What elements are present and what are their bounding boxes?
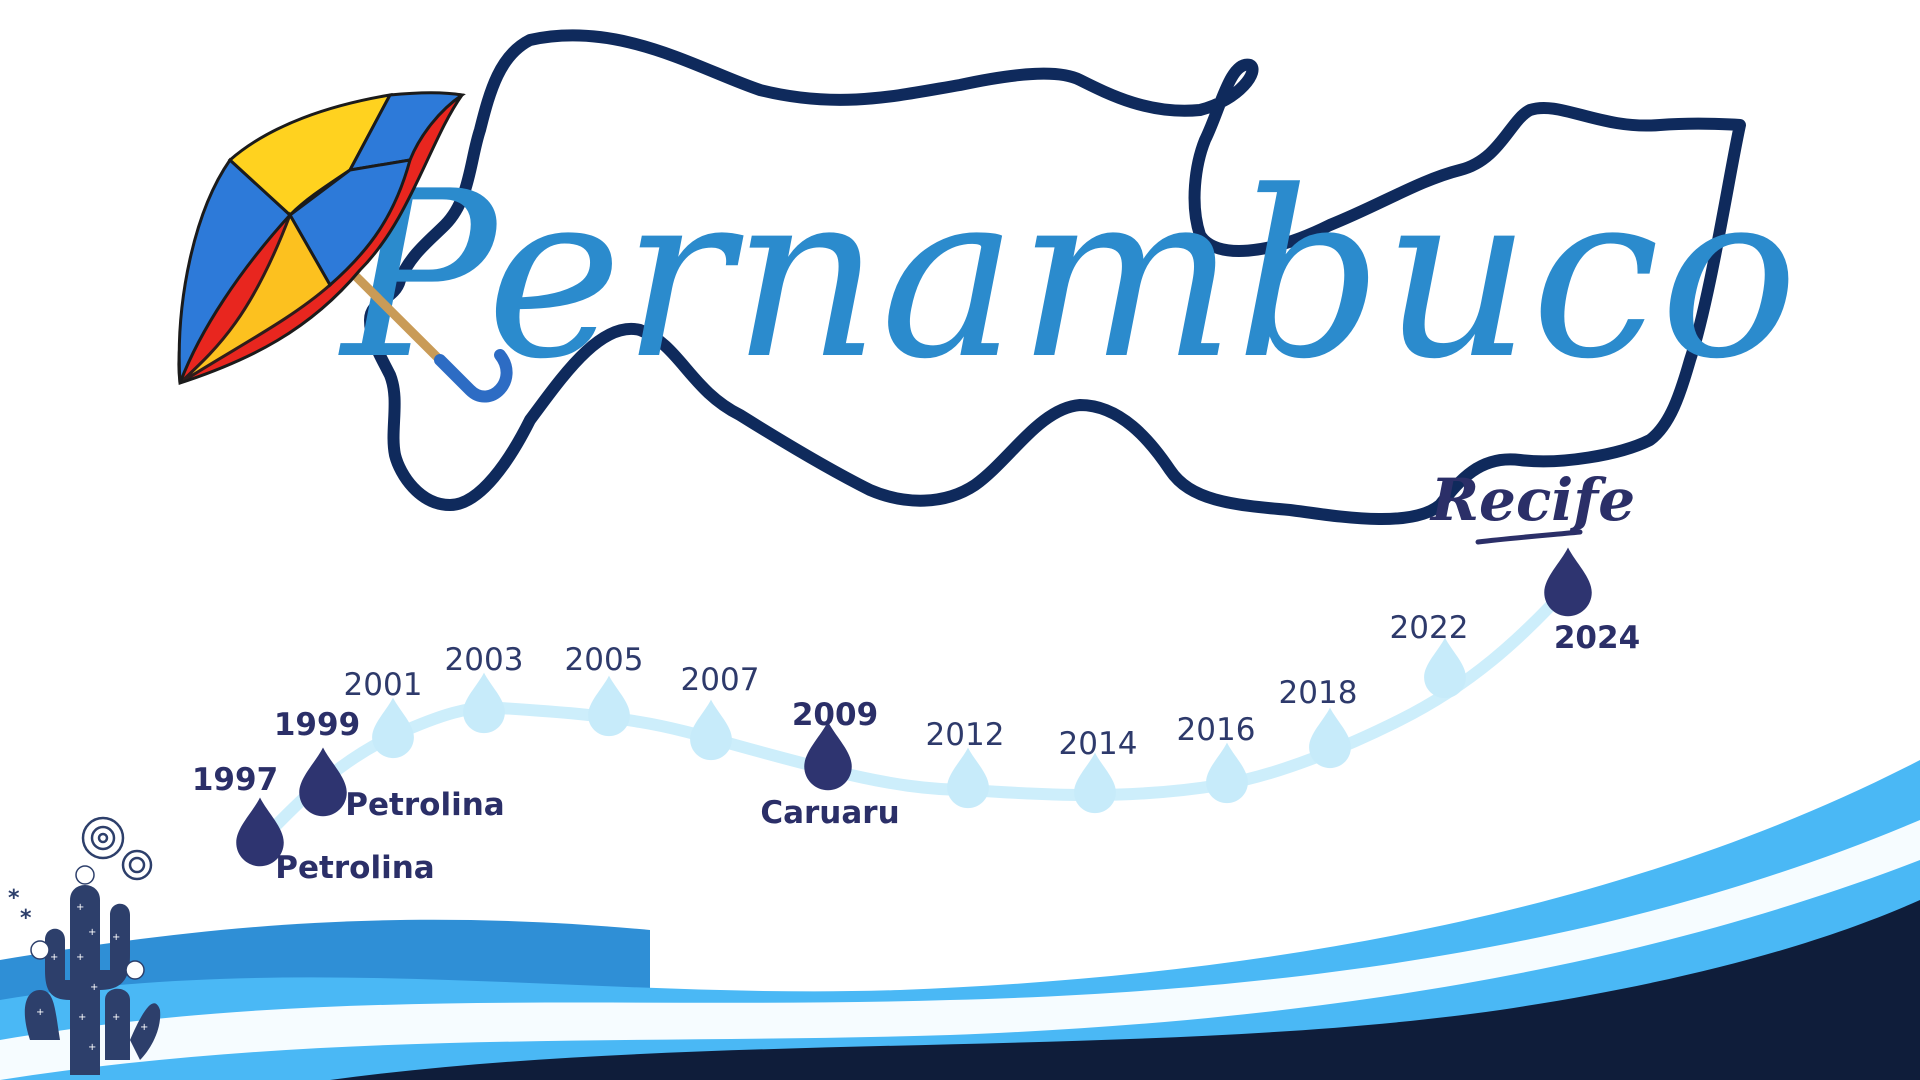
svg-text:+: + — [112, 932, 120, 943]
timeline-drop-marker — [1424, 637, 1466, 699]
svg-text:+: + — [88, 927, 96, 938]
flower-blossom-icon — [30, 865, 145, 980]
timeline-year-label: 1999 — [274, 707, 360, 743]
timeline-year-label: 2009 — [792, 697, 878, 733]
wave-white-band — [0, 820, 1920, 1080]
recife-underline — [1475, 529, 1583, 545]
sparkle-icon: ** — [8, 886, 32, 931]
svg-text:*: * — [8, 886, 20, 911]
timeline-drop-marker — [690, 699, 732, 761]
timeline-year-label: 2012 — [926, 717, 1005, 753]
flower-icon — [81, 816, 153, 881]
timeline-drop-marker — [588, 675, 630, 737]
svg-text:+: + — [78, 1012, 86, 1023]
wave-dark — [330, 900, 1920, 1080]
wave-main — [0, 760, 1920, 1080]
timeline-year-label: 2003 — [445, 642, 524, 678]
timeline-year-label: 2014 — [1059, 726, 1138, 762]
timeline-city-label: Petrolina — [345, 787, 504, 823]
cactus-icon: + + + + + + + + + + + — [24, 885, 161, 1075]
timeline-year-label: 2016 — [1177, 712, 1256, 748]
timeline-year-label: 2024 — [1554, 620, 1640, 656]
timeline-drop-marker — [1309, 707, 1351, 769]
timeline-year-label: 2001 — [344, 667, 423, 703]
timeline-drop-marker — [236, 797, 284, 867]
timeline-path — [256, 579, 1576, 846]
title-text: Pernambuco — [338, 143, 1798, 410]
wave-decoration — [0, 760, 1920, 1080]
timeline-city-label: Petrolina — [275, 850, 434, 886]
svg-text:+: + — [76, 902, 84, 913]
svg-text:+: + — [36, 1007, 44, 1018]
timeline-year-label: 1997 — [192, 762, 278, 798]
timeline-drop-marker — [372, 697, 414, 759]
timeline-city-label: Caruaru — [760, 795, 899, 831]
timeline-drop-marker — [299, 747, 347, 817]
svg-text:+: + — [88, 1042, 96, 1053]
recife-label: Recife — [1429, 466, 1635, 534]
timeline-year-label: 2022 — [1390, 610, 1469, 646]
svg-text:+: + — [76, 952, 84, 963]
timeline-year-label: 2018 — [1279, 675, 1358, 711]
timeline-drop-marker — [463, 672, 505, 734]
state-outline — [364, 29, 1746, 525]
umbrella-icon — [177, 91, 513, 403]
timeline-drop-marker — [947, 747, 989, 809]
svg-text:+: + — [90, 982, 98, 993]
svg-text:+: + — [50, 952, 58, 963]
timeline-year-label: 2005 — [565, 642, 644, 678]
timeline-drop-marker — [1544, 547, 1592, 617]
svg-text:+: + — [112, 1012, 120, 1023]
svg-text:+: + — [140, 1022, 148, 1033]
timeline-year-label: 2007 — [681, 662, 760, 698]
timeline-drop-marker — [804, 721, 852, 791]
svg-text:*: * — [20, 906, 32, 931]
timeline-drop-marker — [1074, 752, 1116, 814]
timeline-drop-marker — [1206, 742, 1248, 804]
